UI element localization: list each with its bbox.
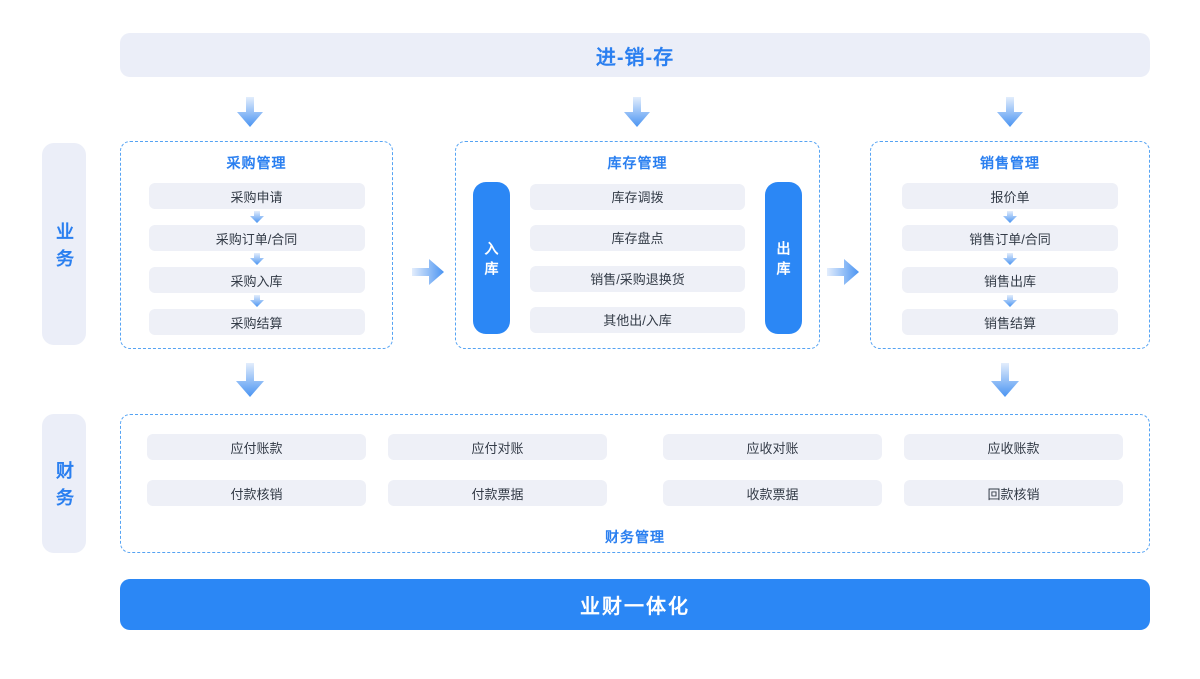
inventory-step: 库存调拨 [530,183,745,210]
finance-item: 收款票据 [663,480,882,506]
procurement-step: 采购申请 [148,183,365,209]
finance-side-label-text: 财务 [54,461,74,515]
inventory-step: 销售/采购退换货 [530,265,745,292]
finance-side-label: 财务 [42,414,86,553]
procurement-step: 采购入库 [148,267,365,293]
inventory-title: 库存管理 [607,155,668,171]
bottom-banner: 业财一体化 [120,579,1150,630]
mini-down-arrow-icon [249,253,264,265]
finance-title: 财务管理 [605,529,665,545]
down-arrow-icon [624,97,650,127]
business-side-label: 业务 [42,143,86,345]
mini-down-arrow-icon [249,295,264,307]
finance-item: 应收账款 [904,434,1123,460]
down-arrow-icon [991,363,1019,397]
top-banner: 进-销-存 [120,33,1150,77]
finance-groups: 应付账款 应付对账 付款核销 付款票据 应收对账 应收账款 收款票据 回款核销 [147,434,1123,506]
right-arrow-icon [412,259,444,285]
inventory-step: 库存盘点 [530,224,745,251]
sales-items: 报价单 销售订单/合同 销售出库 销售结算 [902,183,1118,335]
mini-down-arrow-icon [1003,253,1017,265]
outbound-pill: 出库 [765,182,802,334]
inbound-pill: 入库 [473,182,510,334]
finance-item: 回款核销 [904,480,1123,506]
inbound-pill-text: 入库 [483,241,500,281]
outbound-pill-text: 出库 [775,241,792,281]
sales-step: 报价单 [902,183,1118,209]
down-arrow-icon [237,97,263,127]
procurement-title: 采购管理 [226,155,287,171]
down-arrow-icon [236,363,264,397]
finance-box: 应付账款 应付对账 付款核销 付款票据 应收对账 应收账款 收款票据 回款核销 … [120,414,1150,553]
bottom-banner-title: 业财一体化 [580,596,690,618]
finance-item: 付款票据 [388,480,607,506]
procurement-box: 采购管理 采购申请 采购订单/合同 采购入库 采购结算 [120,141,393,349]
procurement-step: 采购结算 [148,309,365,335]
right-arrow-icon [827,259,859,285]
sales-box: 销售管理 报价单 销售订单/合同 销售出库 销售结算 [870,141,1150,349]
inventory-content: 入库 库存调拨 库存盘点 销售/采购退换货 其他出/入库 出库 [473,182,802,334]
inventory-items: 库存调拨 库存盘点 销售/采购退换货 其他出/入库 [530,183,745,333]
mini-down-arrow-icon [1003,295,1017,307]
procurement-step: 采购订单/合同 [148,225,365,251]
business-side-label-text: 业务 [54,221,74,276]
sales-step: 销售结算 [902,309,1118,335]
mini-down-arrow-icon [1003,211,1017,223]
finance-item: 应收对账 [663,434,882,460]
inventory-step: 其他出/入库 [530,306,745,333]
finance-item: 应付账款 [147,434,366,460]
finance-item: 付款核销 [147,480,366,506]
finance-payable-group: 应付账款 应付对账 付款核销 付款票据 [147,434,607,506]
down-arrow-icon [997,97,1023,127]
mini-down-arrow-icon [249,211,264,223]
sales-step: 销售订单/合同 [902,225,1118,251]
sales-title: 销售管理 [980,155,1040,171]
inventory-box: 库存管理 入库 库存调拨 库存盘点 销售/采购退换货 其他出/入库 出库 [455,141,820,349]
finance-receivable-group: 应收对账 应收账款 收款票据 回款核销 [663,434,1123,506]
sales-step: 销售出库 [902,267,1118,293]
top-banner-title: 进-销-存 [595,46,675,69]
procurement-items: 采购申请 采购订单/合同 采购入库 采购结算 [148,183,365,335]
finance-item: 应付对账 [388,434,607,460]
